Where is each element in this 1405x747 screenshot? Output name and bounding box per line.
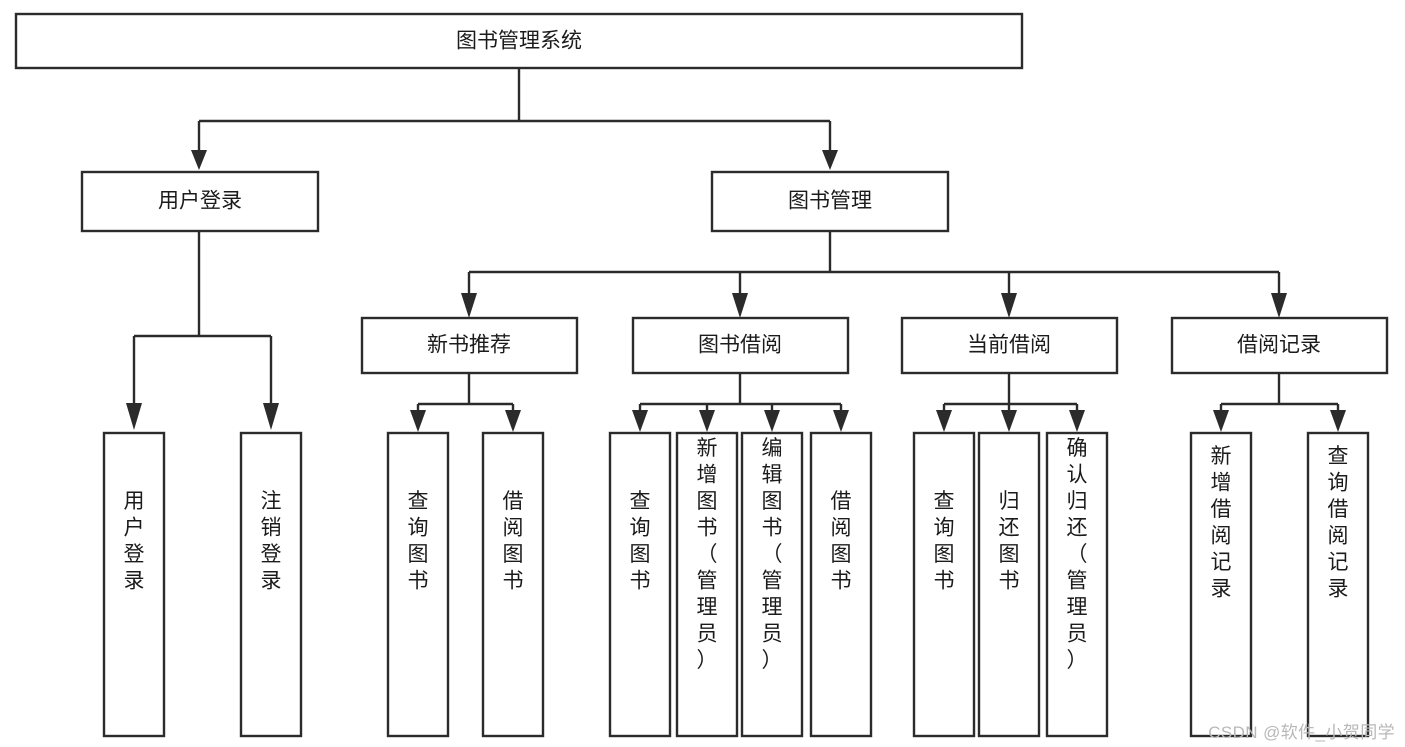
arrow-head-leaf-logout — [263, 403, 279, 430]
node-leaf-add-book[interactable]: 新增图书（管理员） — [675, 431, 739, 738]
node-leaf-borrow-book-2-label: 借阅图书 — [831, 490, 852, 593]
node-leaf-query-book-3-box[interactable] — [912, 431, 976, 738]
arrow-head-leaf-return-book — [1001, 410, 1017, 432]
watermark-text: CSDN @软件_小贺同学 — [1208, 723, 1395, 742]
node-leaf-add-book-label: 新增图书（管理员） — [697, 437, 718, 672]
node-leaf-query-record-box[interactable] — [1306, 431, 1370, 738]
node-leaf-borrow-book-1-box[interactable] — [481, 431, 545, 738]
arrow-head-leaf-query-record — [1330, 410, 1346, 432]
node-leaf-user-login[interactable]: 用户登录 — [102, 431, 166, 738]
connector-group-new-book-recommend — [410, 373, 521, 432]
node-leaf-user-login-label: 用户登录 — [124, 490, 145, 593]
node-leaf-borrow-book-2[interactable]: 借阅图书 — [809, 431, 873, 738]
node-leaf-add-record-label: 新增借阅记录 — [1211, 445, 1232, 601]
arrow-head-book-borrow — [732, 293, 748, 318]
node-leaf-logout-box[interactable] — [239, 431, 303, 738]
node-new-book-recommend-box[interactable] — [360, 316, 579, 375]
arrow-head-book-management — [822, 150, 838, 170]
node-leaf-query-record-label: 查询借阅记录 — [1328, 445, 1349, 601]
arrow-head-leaf-borrow-book-2 — [833, 410, 849, 432]
node-leaf-add-record[interactable]: 新增借阅记录 — [1189, 431, 1253, 738]
node-leaf-query-book-1-label: 查询图书 — [408, 490, 429, 593]
node-leaf-return-book[interactable]: 归还图书 — [977, 431, 1041, 738]
connector-group-root — [191, 68, 838, 170]
node-leaf-user-login-box[interactable] — [102, 431, 166, 738]
arrow-head-leaf-query-book-1 — [410, 410, 426, 432]
node-book-borrow[interactable]: 图书借阅 — [631, 316, 850, 375]
node-leaf-confirm-return[interactable]: 确认归还（管理员） — [1045, 431, 1109, 738]
node-book-borrow-box[interactable] — [631, 316, 850, 375]
node-leaf-add-record-box[interactable] — [1189, 431, 1253, 738]
arrow-head-leaf-edit-book — [764, 410, 780, 432]
node-leaf-query-book-1-box[interactable] — [386, 431, 450, 738]
node-current-borrow-label: 当前借阅 — [967, 334, 1051, 357]
arrow-head-borrow-record — [1271, 293, 1287, 318]
node-book-borrow-label: 图书借阅 — [698, 334, 782, 357]
arrow-head-current-borrow — [1001, 293, 1017, 318]
node-leaf-confirm-return-label: 确认归还（管理员） — [1067, 437, 1088, 672]
arrow-head-leaf-add-book — [699, 410, 715, 432]
node-new-book-recommend-label: 新书推荐 — [427, 334, 511, 357]
node-book-management[interactable]: 图书管理 — [710, 170, 950, 233]
node-leaf-edit-book-box[interactable] — [740, 431, 804, 738]
connector-group-user-login — [126, 231, 279, 430]
node-root[interactable]: 图书管理系统 — [14, 12, 1024, 70]
connector-group-current-borrow — [936, 373, 1085, 432]
node-leaf-borrow-book-2-box[interactable] — [809, 431, 873, 738]
node-root-box[interactable] — [14, 12, 1024, 70]
node-leaf-return-book-label: 归还图书 — [999, 490, 1020, 593]
node-leaf-confirm-return-box[interactable] — [1045, 431, 1109, 738]
connector-group-book-borrow — [632, 373, 849, 432]
node-borrow-record[interactable]: 借阅记录 — [1170, 316, 1389, 375]
arrow-head-new-book-recommend — [461, 293, 477, 318]
node-book-management-label: 图书管理 — [788, 190, 872, 213]
node-new-book-recommend[interactable]: 新书推荐 — [360, 316, 579, 375]
connector-group-book-management — [461, 231, 1287, 318]
node-user-login-label: 用户登录 — [158, 190, 242, 213]
node-leaf-query-book-3-label: 查询图书 — [934, 490, 955, 593]
node-leaf-query-book-3[interactable]: 查询图书 — [912, 431, 976, 738]
arrow-head-leaf-user-login — [126, 403, 142, 430]
node-leaf-logout[interactable]: 注销登录 — [239, 431, 303, 738]
node-root-label: 图书管理系统 — [456, 30, 582, 53]
node-book-management-box[interactable] — [710, 170, 950, 233]
arrow-head-leaf-query-book-2 — [632, 410, 648, 432]
connector-group-borrow-record — [1213, 373, 1346, 432]
node-leaf-query-book-2-box[interactable] — [608, 431, 672, 738]
arrow-head-leaf-add-record — [1213, 410, 1229, 432]
node-leaf-add-book-box[interactable] — [675, 431, 739, 738]
node-leaf-query-book-2[interactable]: 查询图书 — [608, 431, 672, 738]
node-user-login[interactable]: 用户登录 — [80, 170, 320, 233]
node-leaf-query-book-1[interactable]: 查询图书 — [386, 431, 450, 738]
node-leaf-borrow-book-1[interactable]: 借阅图书 — [481, 431, 545, 738]
arrow-head-user-login — [191, 150, 207, 170]
node-user-login-box[interactable] — [80, 170, 320, 233]
node-borrow-record-label: 借阅记录 — [1237, 334, 1321, 357]
node-leaf-borrow-book-1-label: 借阅图书 — [503, 490, 524, 593]
arrow-head-leaf-borrow-book-1 — [505, 410, 521, 432]
arrow-head-leaf-confirm-return — [1069, 410, 1085, 432]
node-leaf-return-book-box[interactable] — [977, 431, 1041, 738]
node-leaf-edit-book[interactable]: 编辑图书（管理员） — [740, 431, 804, 738]
node-current-borrow-box[interactable] — [900, 316, 1119, 375]
node-borrow-record-box[interactable] — [1170, 316, 1389, 375]
node-current-borrow[interactable]: 当前借阅 — [900, 316, 1119, 375]
node-leaf-logout-label: 注销登录 — [261, 490, 282, 593]
node-leaf-query-record[interactable]: 查询借阅记录 — [1306, 431, 1370, 738]
node-leaf-edit-book-label: 编辑图书（管理员） — [762, 437, 783, 672]
arrow-head-leaf-query-book-3 — [936, 410, 952, 432]
node-leaf-query-book-2-label: 查询图书 — [630, 490, 651, 593]
